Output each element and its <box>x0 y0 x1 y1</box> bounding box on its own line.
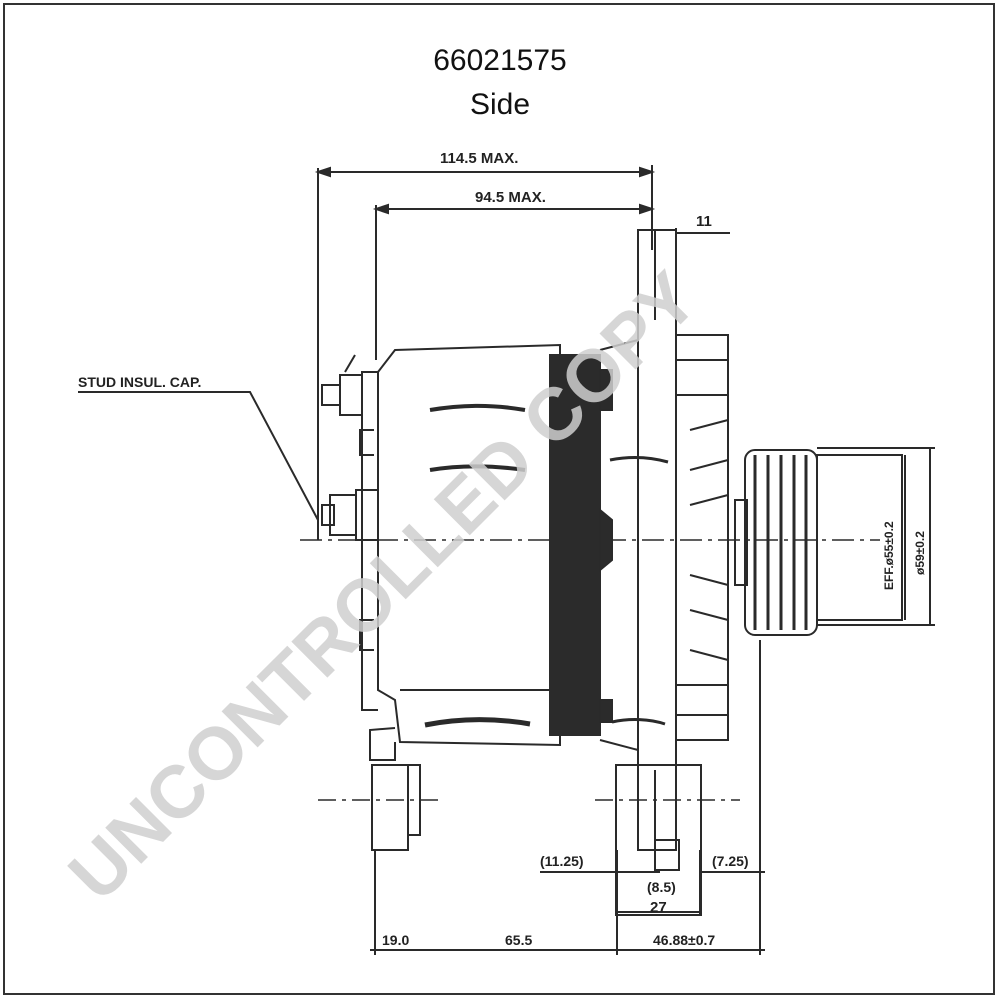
dim-overall-length <box>314 165 656 540</box>
fan-blades <box>675 334 729 741</box>
pulley-bore-label: EFF.ø55±0.2 <box>882 521 896 590</box>
part-number-title: 66021575 <box>433 44 567 77</box>
mounting-foot <box>318 764 740 871</box>
uncontrolled-copy-watermark: UNCONTROLLED COPY <box>53 256 713 916</box>
foot-width-label: 27 <box>650 899 667 916</box>
lower-dimensions <box>370 640 765 955</box>
terminal-studs <box>321 354 379 541</box>
body-length-label: 94.5 MAX. <box>475 189 546 206</box>
bottom-c-label: 46.88±0.7 <box>653 932 715 948</box>
slot-width-label: (8.5) <box>647 879 676 895</box>
pulley <box>734 447 935 636</box>
flange-width-label: 11 <box>696 213 712 230</box>
stator-band <box>549 354 613 736</box>
dim-body-length <box>372 203 656 360</box>
left-offset-label: (11.25) <box>540 853 584 869</box>
bottom-b-label: 65.5 <box>505 932 532 948</box>
right-offset-label: (7.25) <box>712 853 749 869</box>
alternator-housing <box>359 343 669 761</box>
overall-length-label: 114.5 MAX. <box>440 150 518 167</box>
pulley-od-label: ø59±0.2 <box>913 531 927 575</box>
stud-cap-label: STUD INSUL. CAP. <box>78 374 201 390</box>
bottom-a-label: 19.0 <box>382 932 409 948</box>
stud-cap-leader <box>78 391 319 521</box>
view-subtitle: Side <box>469 88 531 121</box>
drawing-frame <box>3 3 995 995</box>
